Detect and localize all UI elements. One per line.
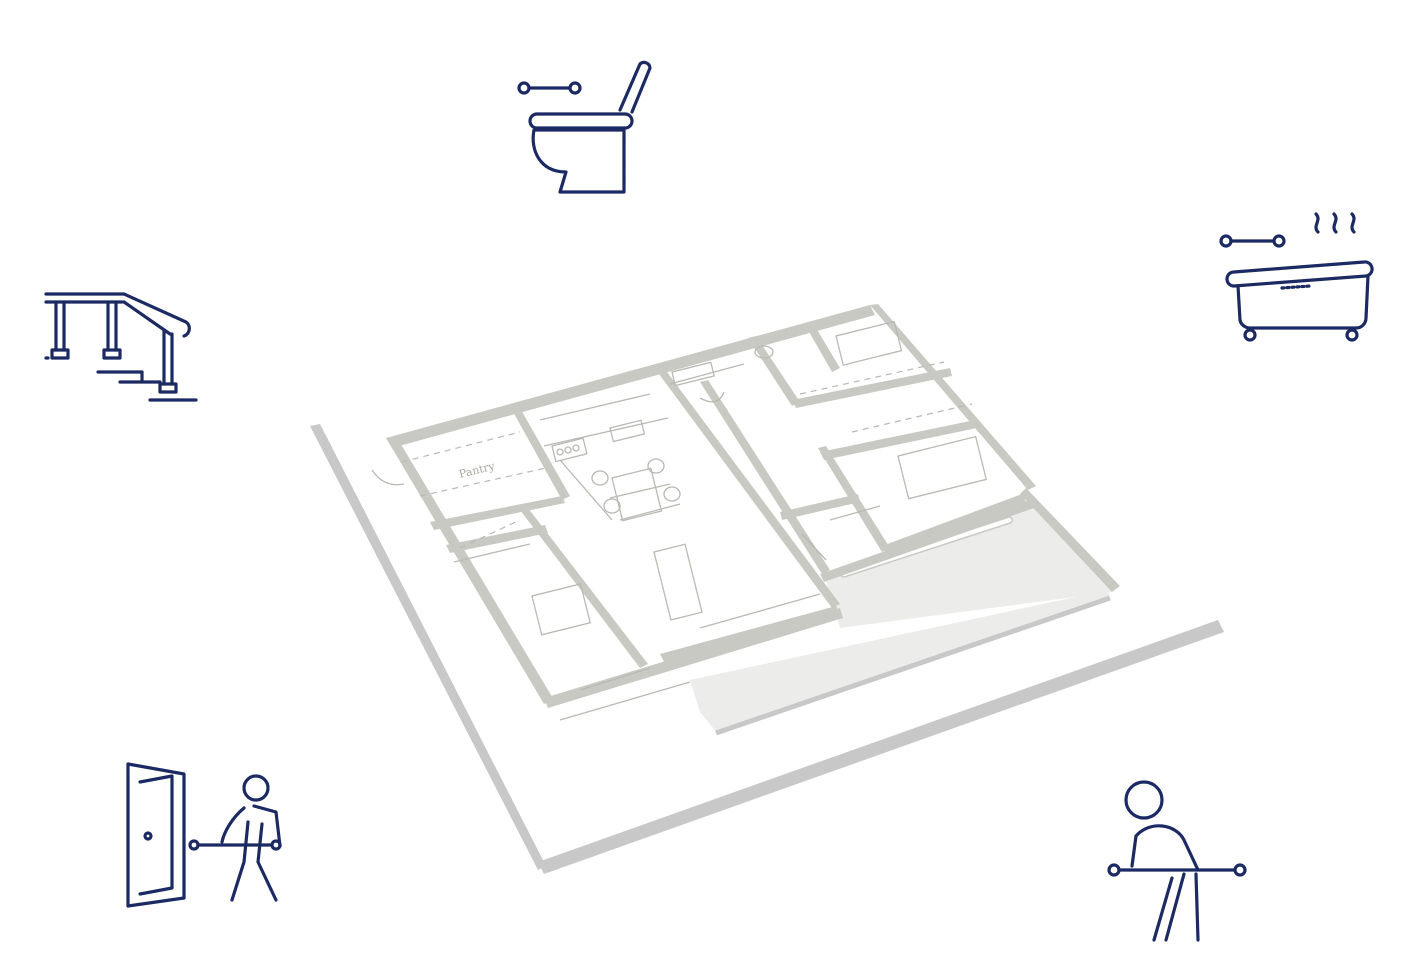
washbasin-plan-icon	[754, 345, 774, 359]
wall-wet-core	[748, 336, 800, 406]
bathtub-plan-icon	[835, 320, 903, 366]
wall-pantry-bottom	[430, 496, 565, 530]
wall-living-bottom	[660, 606, 840, 662]
wall-kitchen-right	[656, 368, 840, 608]
paper-bottom-edge	[538, 620, 1224, 874]
terrace-right	[825, 505, 1112, 628]
terrace-lower	[690, 590, 1110, 734]
door-grab-bar-icon	[126, 762, 282, 908]
wall-bedroom-left	[520, 508, 648, 668]
bed-icon	[897, 435, 988, 500]
wall-pantry-right	[512, 408, 570, 500]
stove-icon	[551, 437, 588, 463]
floor-plan: Pantry	[371, 304, 1120, 721]
outer-wall-right	[870, 304, 1036, 490]
hall-door-swing	[699, 391, 725, 403]
toilet-plan-icon	[671, 361, 715, 387]
wall-bath	[808, 328, 840, 372]
paper-left-edge	[310, 424, 546, 870]
study-table-icon	[531, 583, 591, 636]
paper-sheet	[310, 424, 1224, 874]
person-grab-bar-icon	[1107, 780, 1247, 942]
bathtub-grab-bar-icon	[1219, 212, 1374, 342]
wall-master-top	[792, 368, 952, 408]
garden-terrace	[690, 505, 1112, 736]
entry-door-swing	[371, 469, 405, 486]
pantry-label: Pantry	[458, 459, 497, 481]
wall-master-mid	[820, 420, 977, 460]
outer-wall-east	[1020, 488, 1120, 592]
toilet-grab-bar-icon	[517, 60, 652, 194]
sink-icon	[609, 419, 646, 443]
wall-hall	[700, 380, 830, 574]
dining-table-icon	[611, 467, 663, 522]
stair-handrail-icon	[44, 292, 198, 402]
wall-entry	[780, 494, 860, 520]
wall-bedroom-top	[446, 525, 548, 553]
wall-master-bottom	[882, 494, 1026, 554]
sofa-icon	[653, 543, 703, 621]
terrace-edge	[715, 595, 1111, 736]
outer-wall-left	[386, 436, 554, 704]
terrace-wall	[820, 500, 1034, 582]
